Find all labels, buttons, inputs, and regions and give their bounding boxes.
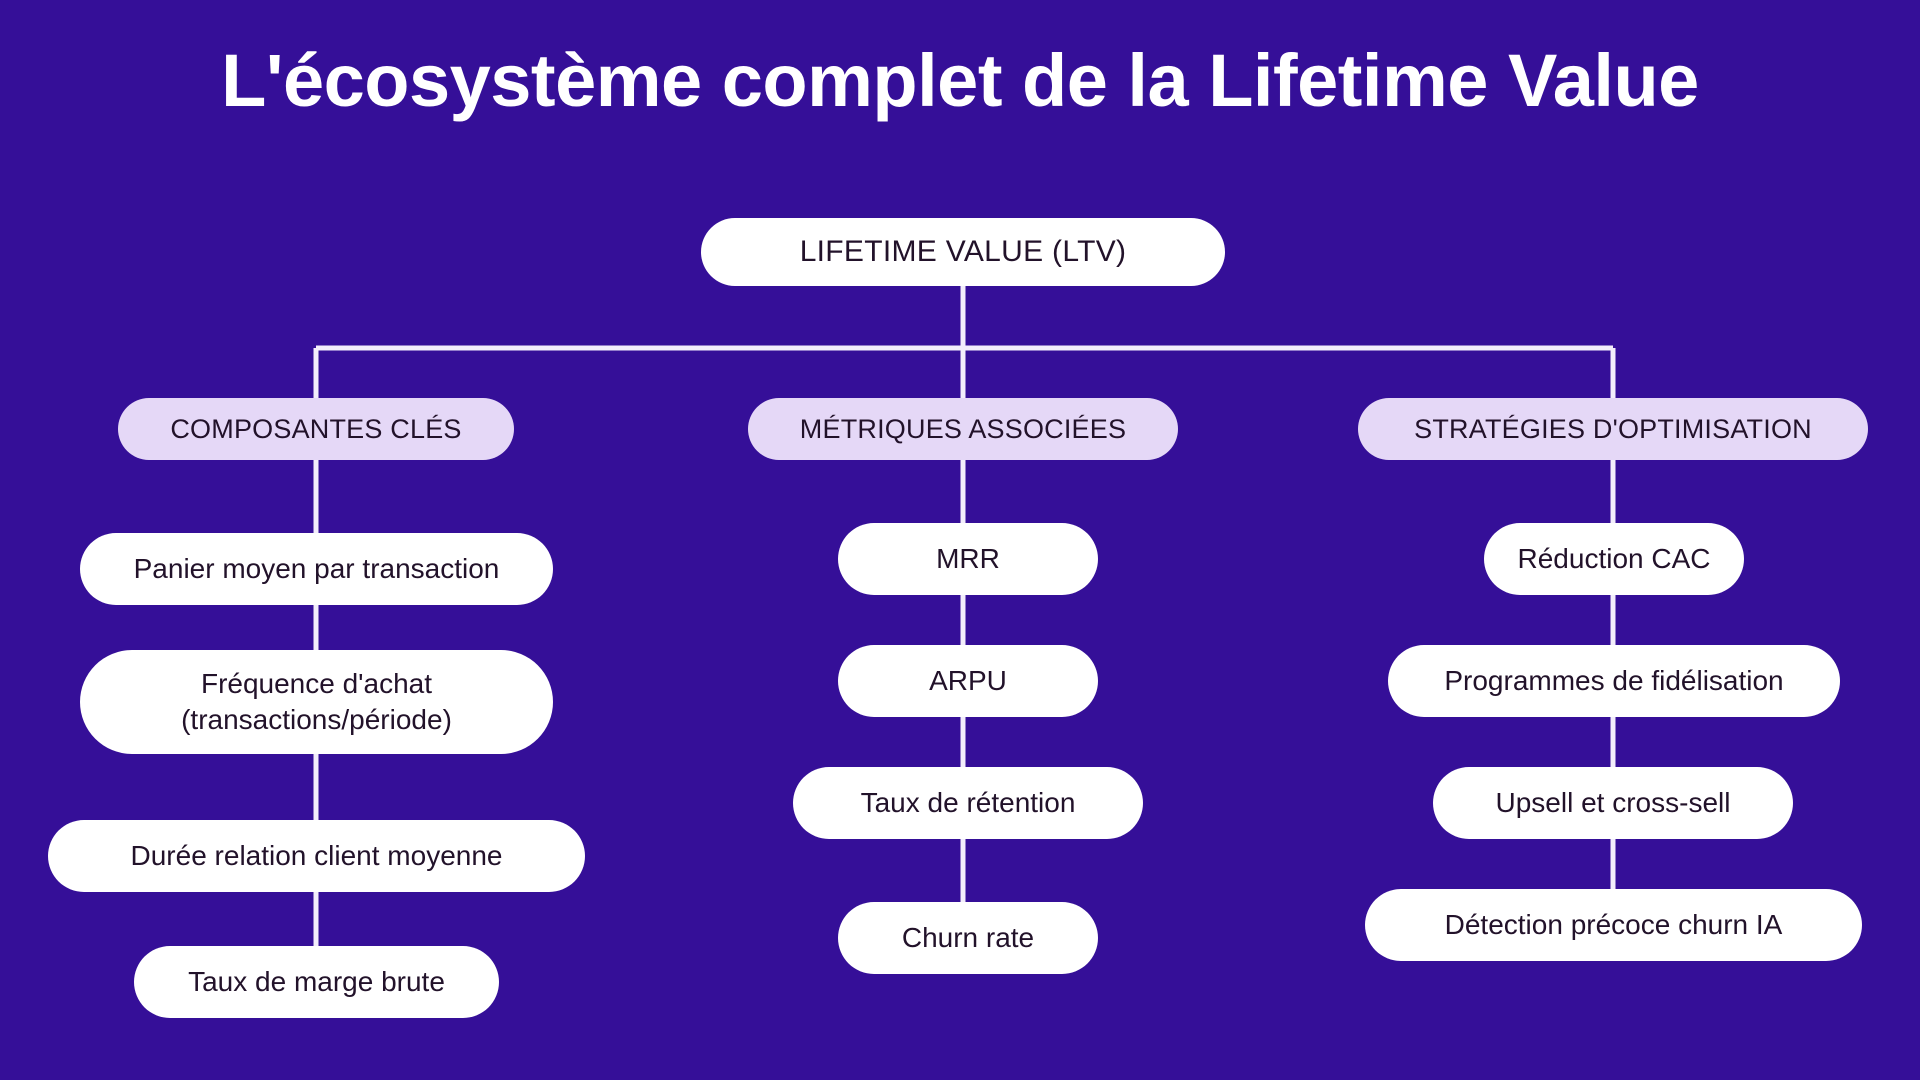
node-category-strategies-optimisation[interactable]: STRATÉGIES D'OPTIMISATION xyxy=(1358,398,1868,460)
node-leaf-reduction-cac[interactable]: Réduction CAC xyxy=(1484,523,1744,595)
node-leaf-label: Réduction CAC xyxy=(1517,543,1711,575)
node-leaf-panier-moyen[interactable]: Panier moyen par transaction xyxy=(80,533,553,605)
node-leaf-label: Taux de rétention xyxy=(860,787,1076,819)
page-title: L'écosystème complet de la Lifetime Valu… xyxy=(221,39,1699,122)
node-category-label: STRATÉGIES D'OPTIMISATION xyxy=(1414,413,1812,444)
node-leaf-taux-retention[interactable]: Taux de rétention xyxy=(793,767,1143,839)
node-leaf-label: Panier moyen par transaction xyxy=(133,553,500,585)
node-leaf-label: Durée relation client moyenne xyxy=(130,840,503,872)
node-leaf-detection-precoce-churn-ia[interactable]: Détection précoce churn IA xyxy=(1365,889,1862,961)
node-leaf-frequence-achat[interactable]: Fréquence d'achat (transactions/période) xyxy=(80,650,553,754)
node-leaf-label: Upsell et cross-sell xyxy=(1495,787,1731,819)
node-leaf-label: Détection précoce churn IA xyxy=(1444,909,1783,941)
node-root-label: LIFETIME VALUE (LTV) xyxy=(799,235,1127,268)
node-leaf-duree-relation-client[interactable]: Durée relation client moyenne xyxy=(48,820,585,892)
node-leaf-label: Programmes de fidélisation xyxy=(1444,665,1784,697)
node-leaf-label: Fréquence d'achat (transactions/période) xyxy=(181,668,452,735)
node-category-composantes-cles[interactable]: COMPOSANTES CLÉS xyxy=(118,398,514,460)
node-category-label: MÉTRIQUES ASSOCIÉES xyxy=(799,413,1127,444)
node-leaf-label: ARPU xyxy=(929,665,1007,697)
node-root-ltv[interactable]: LIFETIME VALUE (LTV) xyxy=(701,218,1225,286)
node-leaf-arpu[interactable]: ARPU xyxy=(838,645,1098,717)
node-category-label: COMPOSANTES CLÉS xyxy=(170,413,462,444)
node-leaf-churn-rate[interactable]: Churn rate xyxy=(838,902,1098,974)
node-leaf-programmes-fidelisation[interactable]: Programmes de fidélisation xyxy=(1388,645,1840,717)
node-leaf-label: MRR xyxy=(936,543,1000,575)
node-leaf-label: Churn rate xyxy=(901,922,1035,954)
node-leaf-upsell-cross-sell[interactable]: Upsell et cross-sell xyxy=(1433,767,1793,839)
node-leaf-mrr[interactable]: MRR xyxy=(838,523,1098,595)
node-leaf-label: Taux de marge brute xyxy=(188,966,445,998)
node-leaf-taux-marge-brute[interactable]: Taux de marge brute xyxy=(134,946,499,1018)
node-category-metriques-associees[interactable]: MÉTRIQUES ASSOCIÉES xyxy=(748,398,1178,460)
